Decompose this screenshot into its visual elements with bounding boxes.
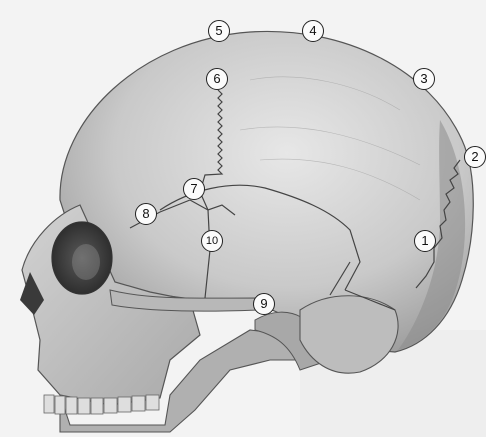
marker-7: 7	[183, 178, 205, 200]
marker-5: 5	[208, 20, 230, 42]
marker-10: 10	[201, 230, 223, 252]
marker-9: 9	[253, 293, 275, 315]
marker-6: 6	[206, 68, 228, 90]
marker-2: 2	[464, 146, 486, 168]
marker-3: 3	[413, 68, 435, 90]
marker-8: 8	[135, 203, 157, 225]
marker-1: 1	[414, 230, 436, 252]
marker-4: 4	[302, 20, 324, 42]
